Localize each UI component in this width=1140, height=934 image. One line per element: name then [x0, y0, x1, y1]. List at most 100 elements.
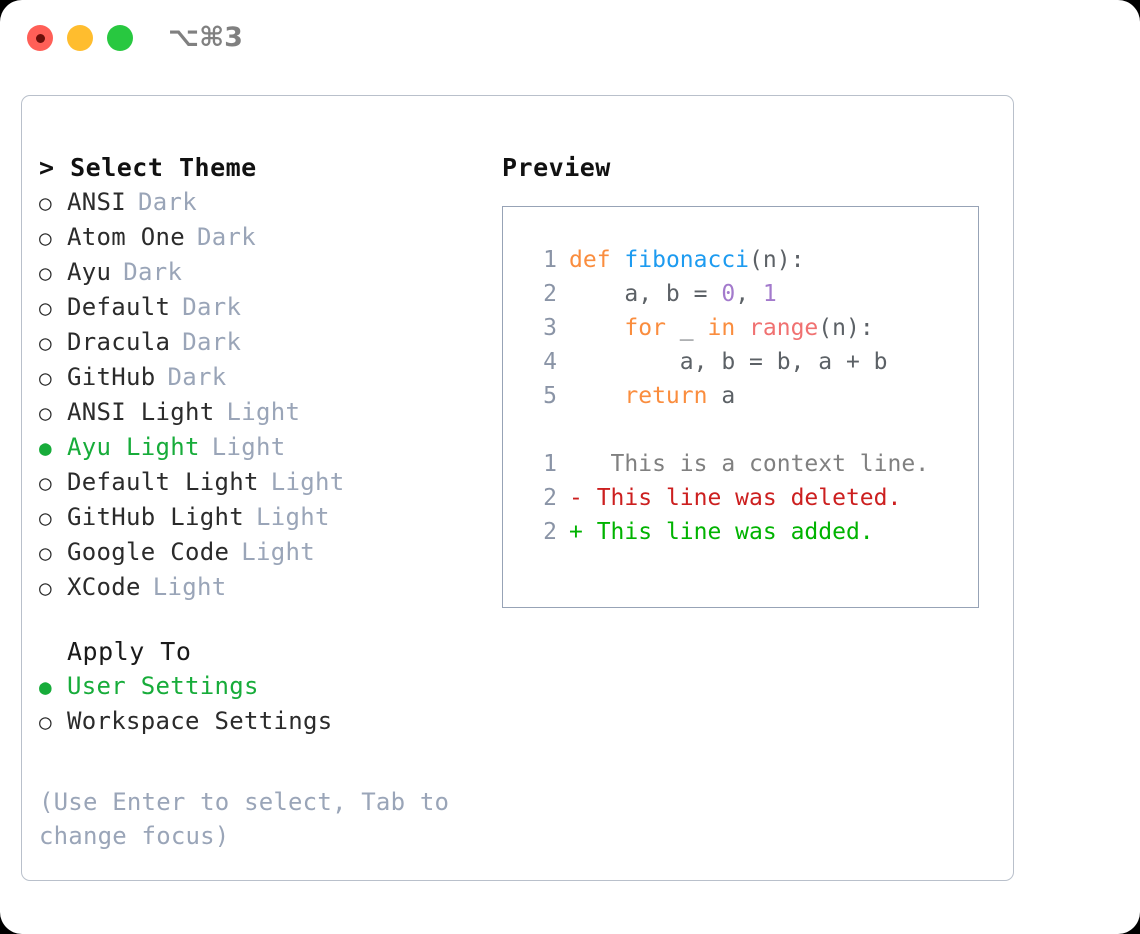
- code-token: (n):: [749, 247, 805, 273]
- theme-variant-tag: Light: [241, 538, 315, 566]
- minimize-button[interactable]: [67, 25, 93, 51]
- diff-line-sign: +: [569, 519, 583, 545]
- code-line: 4 a, b = b, a + b: [523, 345, 978, 379]
- theme-option-ayu[interactable]: ○ Ayu Dark: [39, 255, 499, 290]
- code-line-number: 1: [543, 247, 557, 273]
- code-line-text: for _ in range(n):: [569, 311, 874, 345]
- theme-variant-tag: Light: [256, 503, 330, 531]
- theme-option-label: Google Code: [67, 538, 230, 566]
- apply-to-option-user-settings[interactable]: ● User Settings: [39, 669, 499, 704]
- code-token: fibonacci: [624, 247, 750, 273]
- diff-line-number: 2: [543, 485, 557, 511]
- theme-option-default[interactable]: ○ Default Dark: [39, 290, 499, 325]
- theme-option-label: Atom One: [67, 223, 185, 251]
- theme-option-github-light[interactable]: ○ GitHub Light Light: [39, 500, 499, 535]
- apply-to-option-label: User Settings: [67, 672, 259, 700]
- code-token: 1: [762, 281, 777, 307]
- apply-to-list[interactable]: ● User Settings ○Workspace Settings: [39, 669, 499, 739]
- code-token: in: [707, 315, 736, 341]
- radio-unselected-icon: ○: [39, 261, 52, 285]
- theme-option-label: ANSI: [67, 188, 126, 216]
- diff-line: 1 This is a context line.: [523, 447, 978, 481]
- select-theme-heading: > Select Theme: [39, 153, 257, 182]
- radio-unselected-icon: ○: [39, 296, 52, 320]
- theme-variant-tag: Dark: [123, 258, 183, 286]
- code-token: ,: [735, 281, 763, 307]
- theme-option-ansi-light[interactable]: ○ ANSI Light Light: [39, 395, 499, 430]
- code-token: return: [624, 383, 708, 409]
- code-diff-spacer: [523, 413, 978, 447]
- theme-option-ansi[interactable]: ○ ANSI Dark: [39, 185, 499, 220]
- diff-line-number: 2: [543, 519, 557, 545]
- code-token: [569, 315, 624, 341]
- diff-line-sign: -: [569, 485, 583, 511]
- diff-sample: 1 This is a context line.2- This line wa…: [523, 447, 978, 549]
- diff-line: 2 + This line was added.: [523, 515, 978, 549]
- apply-to-option-label: Workspace Settings: [67, 707, 333, 735]
- theme-option-google-code[interactable]: ○ Google Code Light: [39, 535, 499, 570]
- theme-variant-tag: Light: [226, 398, 301, 426]
- code-line: 3 for _ in range(n):: [523, 311, 978, 345]
- code-line-number: 3: [543, 315, 557, 341]
- code-token: def: [569, 247, 611, 273]
- code-line-text: return a: [569, 379, 735, 413]
- close-button[interactable]: [27, 25, 53, 51]
- theme-variant-tag: Light: [152, 573, 227, 601]
- code-token: range: [749, 315, 819, 341]
- theme-option-label: XCode: [67, 573, 141, 601]
- code-token: (n):: [818, 315, 874, 341]
- preview-heading: Preview: [502, 153, 611, 182]
- code-token: [569, 383, 624, 409]
- title-bar: ⌥⌘3: [0, 0, 1140, 78]
- theme-option-label: ANSI Light: [67, 398, 215, 426]
- theme-option-label: Ayu: [67, 258, 112, 286]
- radio-unselected-icon: ○: [39, 331, 52, 355]
- radio-unselected-icon: ○: [39, 576, 52, 600]
- code-token: a, b = b, a + b: [569, 349, 888, 375]
- theme-variant-tag: Dark: [138, 188, 197, 216]
- window-controls: [27, 25, 133, 51]
- theme-option-label: GitHub Light: [67, 503, 244, 531]
- keyboard-hint: (Use Enter to select, Tab to change focu…: [39, 788, 464, 850]
- code-line-text: def fibonacci(n):: [569, 243, 804, 277]
- radio-unselected-icon: ○: [39, 541, 52, 565]
- theme-variant-tag: Dark: [167, 363, 227, 391]
- radio-unselected-icon: ○: [39, 366, 52, 390]
- radio-unselected-icon: ○: [39, 191, 52, 215]
- radio-unselected-icon: ○: [39, 506, 52, 530]
- diff-line-text: This line was added.: [582, 519, 874, 545]
- code-token: [611, 247, 625, 273]
- theme-option-label: Default Light: [67, 468, 259, 496]
- code-line: 2 a, b = 0, 1: [523, 277, 978, 311]
- maximize-button[interactable]: [107, 25, 133, 51]
- diff-line: 2- This line was deleted.: [523, 481, 978, 515]
- theme-option-label: Ayu Light: [67, 433, 200, 461]
- radio-selected-icon: ●: [39, 675, 52, 699]
- theme-variant-tag: Dark: [182, 293, 242, 321]
- diff-line-text: This line was deleted.: [582, 485, 902, 511]
- theme-variant-tag: Dark: [197, 223, 256, 251]
- code-token: _: [665, 315, 708, 341]
- theme-option-label: Default: [67, 293, 171, 321]
- code-line-number: 5: [543, 383, 557, 409]
- code-token: 0: [721, 281, 736, 307]
- theme-option-xcode[interactable]: ○ XCode Light: [39, 570, 499, 605]
- apply-to-option-workspace-settings[interactable]: ○Workspace Settings: [39, 704, 499, 739]
- code-token: for: [624, 315, 666, 341]
- theme-variant-tag: Light: [211, 433, 286, 461]
- theme-option-label: Dracula: [67, 328, 171, 356]
- radio-unselected-icon: ○: [39, 471, 52, 495]
- radio-unselected-icon: ○: [39, 401, 52, 425]
- code-line-text: a, b = 0, 1: [569, 277, 777, 311]
- diff-line-text: This is a context line.: [582, 451, 930, 477]
